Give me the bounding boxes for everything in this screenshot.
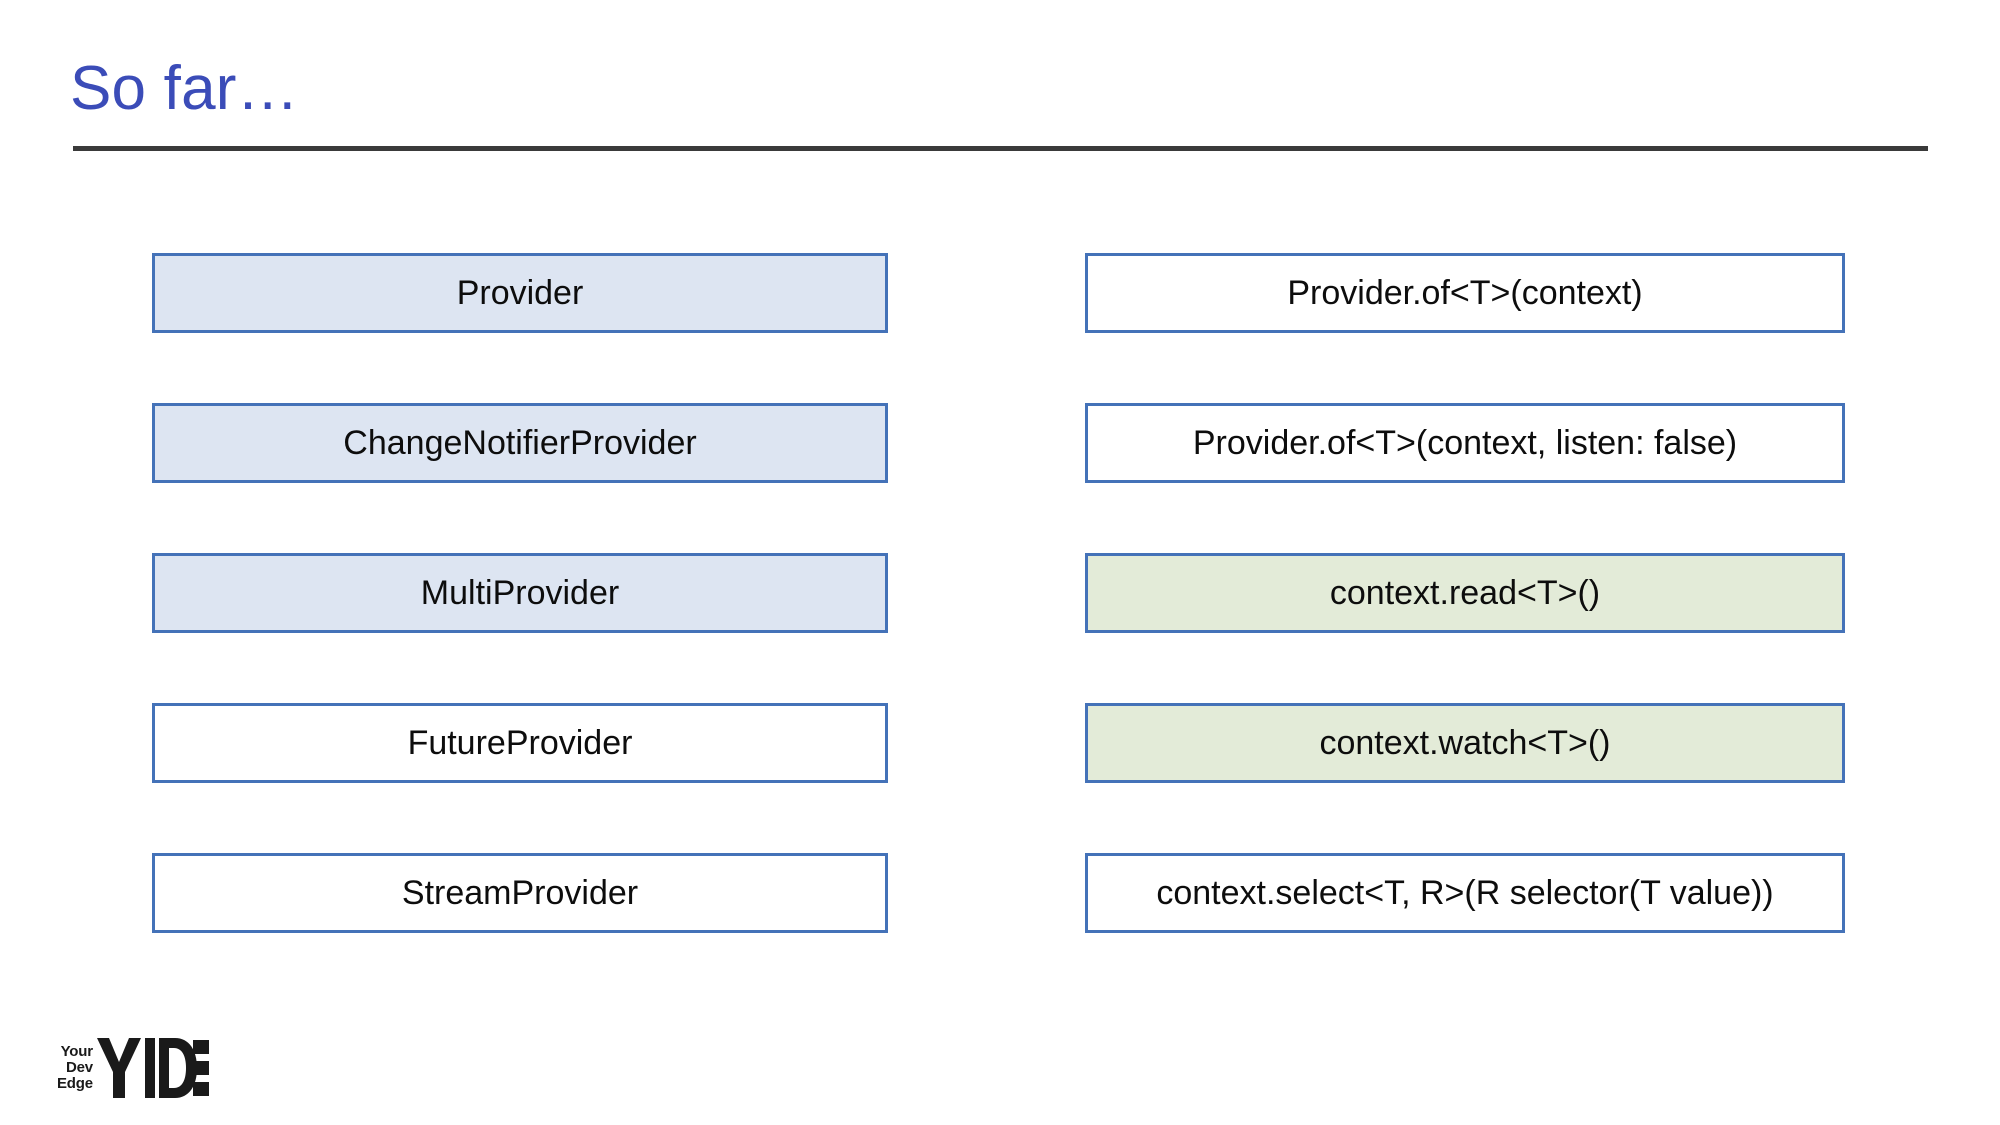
consumption-apis-column: Provider.of<T>(context) Provider.of<T>(c…: [1085, 253, 1845, 933]
api-box-provider-of[interactable]: Provider.of<T>(context): [1085, 253, 1845, 333]
box-label: FutureProvider: [407, 724, 633, 762]
box-label: context.select<T, R>(R selector(T value)…: [1156, 874, 1774, 912]
yide-logo-icon: [96, 1038, 209, 1098]
box-label: context.watch<T>(): [1319, 724, 1611, 762]
title-block: So far…: [70, 44, 1930, 134]
providers-column: Provider ChangeNotifierProvider MultiPro…: [152, 253, 888, 933]
box-label: context.read<T>(): [1329, 574, 1601, 612]
api-box-context-watch[interactable]: context.watch<T>(): [1085, 703, 1845, 783]
api-box-context-read[interactable]: context.read<T>(): [1085, 553, 1845, 633]
brand-logo: Your Dev Edge: [57, 1036, 209, 1100]
provider-box-provider[interactable]: Provider: [152, 253, 888, 333]
box-label: Provider: [456, 274, 584, 312]
api-box-provider-of-listen-false[interactable]: Provider.of<T>(context, listen: false): [1085, 403, 1845, 483]
logo-line-2: Dev: [65, 1059, 93, 1076]
api-box-context-select[interactable]: context.select<T, R>(R selector(T value)…: [1085, 853, 1845, 933]
provider-box-futureprovider[interactable]: FutureProvider: [152, 703, 888, 783]
box-label: StreamProvider: [401, 874, 639, 912]
box-label: Provider.of<T>(context): [1287, 274, 1643, 312]
provider-box-streamprovider[interactable]: StreamProvider: [152, 853, 888, 933]
title-divider: [73, 146, 1928, 151]
provider-box-changenotifierprovider[interactable]: ChangeNotifierProvider: [152, 403, 888, 483]
provider-box-multiprovider[interactable]: MultiProvider: [152, 553, 888, 633]
logo-line-1: Your: [60, 1043, 93, 1060]
logo-wordmark: Your Dev Edge: [57, 1044, 93, 1092]
page-title: So far…: [70, 54, 299, 123]
box-label: ChangeNotifierProvider: [343, 424, 697, 462]
logo-line-3: Edge: [57, 1075, 93, 1092]
box-label: MultiProvider: [420, 574, 620, 612]
box-label: Provider.of<T>(context, listen: false): [1192, 424, 1738, 462]
